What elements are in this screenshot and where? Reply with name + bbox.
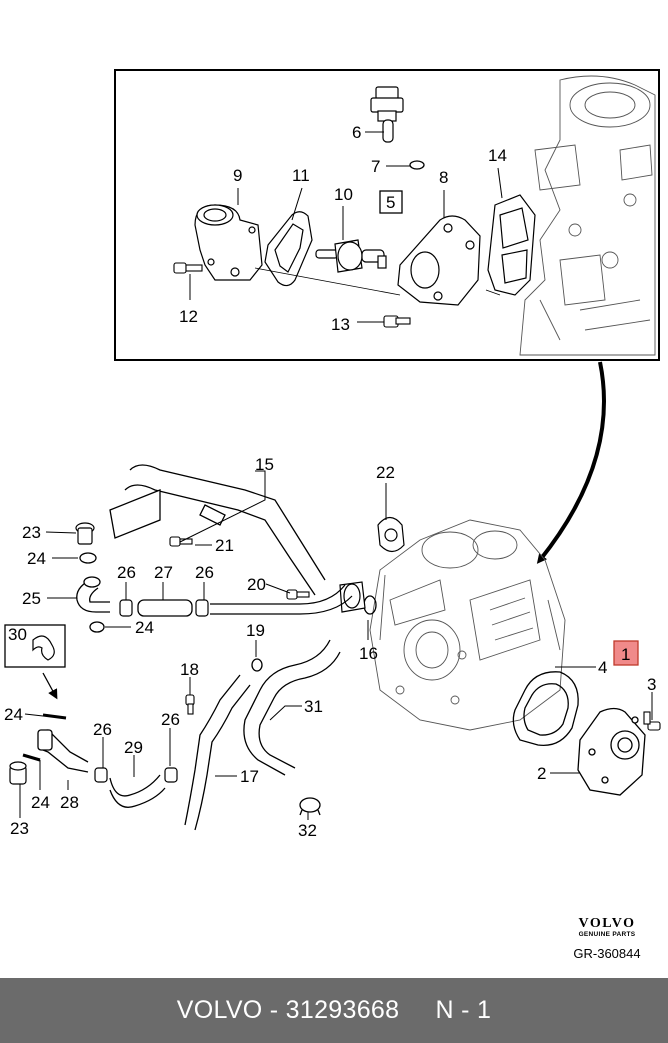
callout-3: 3 <box>647 675 656 694</box>
callout-6: 6 <box>352 123 361 142</box>
detail-pointer-arrow <box>536 361 606 564</box>
diagram-reference-code: GR-360844 <box>573 946 641 961</box>
callout-11: 11 <box>292 166 310 185</box>
callout-24-bottom: 24 <box>31 793 50 812</box>
engine-block <box>369 519 566 731</box>
part-24-clip-left <box>42 713 67 720</box>
callout-2: 2 <box>537 764 546 783</box>
callout-4: 4 <box>598 658 607 677</box>
part-32-clip <box>299 797 321 816</box>
part-3-bolt <box>643 711 661 731</box>
callout-28: 28 <box>60 793 79 812</box>
part-23-cap-bottom <box>9 761 27 785</box>
callout-23-bottom: 23 <box>10 819 29 838</box>
callout-5: 5 <box>386 193 395 212</box>
callout-24-mid: 24 <box>135 618 154 637</box>
genuine-parts-label: GENUINE PARTS <box>578 931 636 938</box>
callout-27: 27 <box>154 563 173 582</box>
callout-26-a: 26 <box>117 563 136 582</box>
part-4-gasket <box>512 671 579 747</box>
part-20-bolt <box>286 589 310 600</box>
part-14-gasket <box>487 194 536 296</box>
pipe-connector <box>339 581 366 613</box>
callout-8: 8 <box>439 168 448 187</box>
part-28-hose <box>37 729 89 773</box>
inset-frame <box>114 69 660 361</box>
callout-5-box <box>379 190 403 214</box>
callout-20: 20 <box>247 575 266 594</box>
callout-10: 10 <box>334 185 353 204</box>
callout-13: 13 <box>331 315 350 334</box>
callout-15: 15 <box>255 455 274 474</box>
callout-26-d: 26 <box>93 720 112 739</box>
part-11-gasket <box>264 211 313 287</box>
callout-9: 9 <box>233 166 242 185</box>
brand-block: VOLVO GENUINE PARTS <box>560 916 654 938</box>
callout-24-top: 24 <box>27 549 46 568</box>
inset-engine-block <box>519 75 656 356</box>
callout-23-top: 23 <box>22 523 41 542</box>
part-number-caption: VOLVO - 31293668 N - 1 <box>176 996 492 1024</box>
bypass-pipe <box>210 584 353 615</box>
part-19-ring <box>251 658 263 672</box>
callout-19: 19 <box>246 621 265 640</box>
part-9-thermostat-housing <box>194 204 263 281</box>
callout-1: 1 <box>621 645 630 664</box>
callout-21: 21 <box>215 536 234 555</box>
callout-1-highlight <box>613 640 639 666</box>
part-23-cap-top <box>75 522 95 545</box>
part-26-clamp-lower-mid <box>164 767 178 783</box>
part-26-clamp-lower-left <box>94 767 108 783</box>
callout-25: 25 <box>22 589 41 608</box>
callout-7: 7 <box>371 157 380 176</box>
footer-bar: VOLVO - 31293668 N - 1 <box>0 978 668 1043</box>
part-12-bolt <box>173 262 203 274</box>
exploded-parts-diagram: 6 7 9 11 10 5 8 14 12 13 <box>4 69 661 840</box>
part-31-hose <box>243 639 341 776</box>
part-17-hose <box>184 674 251 831</box>
callout-24-left: 24 <box>4 705 23 724</box>
callout-18: 18 <box>180 660 199 679</box>
callout-31: 31 <box>304 697 323 716</box>
part-18-bolt <box>185 694 195 715</box>
part-13-bolt <box>383 315 411 328</box>
part-24-ring-mid <box>89 621 105 633</box>
part-10-thermostat <box>315 239 387 273</box>
part-7-o-ring <box>409 160 425 170</box>
volvo-logo: VOLVO <box>578 916 636 931</box>
part-30-clip-detail <box>4 624 66 700</box>
callout-22: 22 <box>376 463 395 482</box>
part-29-hose <box>109 774 166 808</box>
callout-26-c: 26 <box>161 710 180 729</box>
callout-32: 32 <box>298 821 317 840</box>
part-8-thermostat-cover <box>397 215 481 306</box>
callout-30: 30 <box>8 625 27 644</box>
callout-12: 12 <box>179 307 198 326</box>
leader-lines <box>19 470 653 820</box>
part-24-clip-bottom <box>22 753 41 762</box>
callout-16: 16 <box>359 644 378 663</box>
part-15-coolant-pipe <box>109 464 326 596</box>
part-24-ring-top <box>79 552 97 564</box>
part-25-elbow-hose <box>76 576 110 613</box>
part-22-gasket <box>377 516 405 553</box>
part-2-water-pump <box>577 707 646 796</box>
thermostat-detail-inset: 6 7 9 11 10 5 8 14 12 13 <box>114 69 660 361</box>
callout-14: 14 <box>488 146 507 165</box>
callout-26-b: 26 <box>195 563 214 582</box>
callout-17: 17 <box>240 767 259 786</box>
callout-29: 29 <box>124 738 143 757</box>
part-27-hose <box>137 599 193 617</box>
part-6-temperature-sensor <box>370 86 404 143</box>
